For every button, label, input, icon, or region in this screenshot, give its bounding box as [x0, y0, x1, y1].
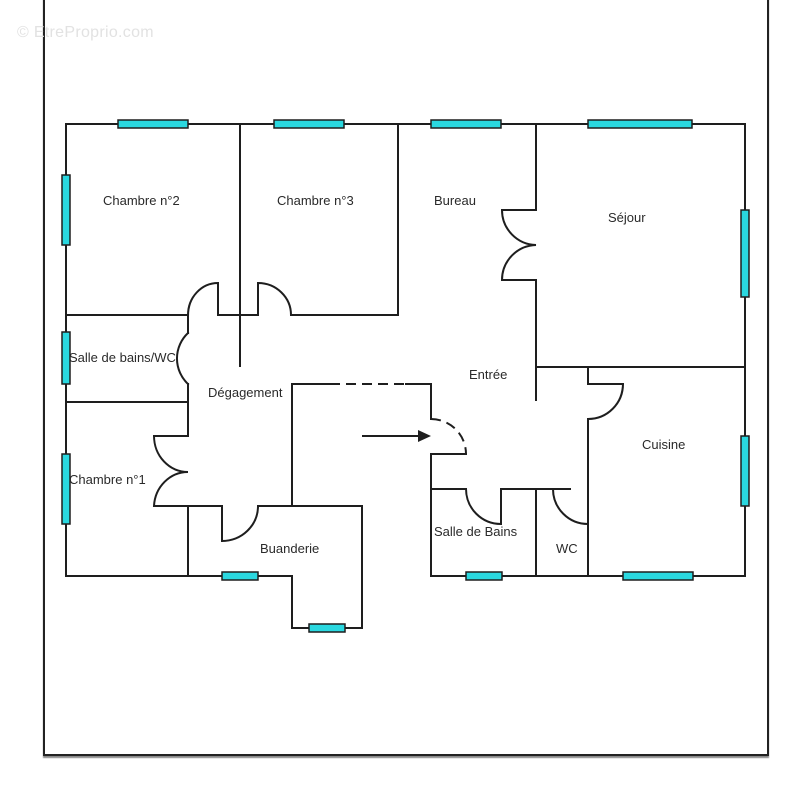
room-label-chambre2: Chambre n°2 [103, 193, 180, 208]
plan-frame [43, 0, 769, 756]
room-label-degagement: Dégagement [208, 385, 283, 400]
room-label-entree: Entrée [469, 367, 507, 382]
windows [61, 119, 750, 633]
room-label-sdb-wc: Salle de bains/WC [69, 350, 176, 365]
entrance-arrow-icon [362, 430, 431, 442]
walls [65, 123, 746, 629]
room-label-chambre1: Chambre n°1 [69, 472, 146, 487]
room-label-wc: WC [556, 541, 578, 556]
room-label-buanderie: Buanderie [260, 541, 319, 556]
room-label-sejour: Séjour [608, 210, 646, 225]
room-label-sdb: Salle de Bains [434, 524, 518, 539]
watermark: © EtreProprio.com [17, 24, 154, 41]
room-label-bureau: Bureau [434, 193, 476, 208]
room-label-cuisine: Cuisine [642, 437, 685, 452]
room-label-chambre3: Chambre n°3 [277, 193, 354, 208]
